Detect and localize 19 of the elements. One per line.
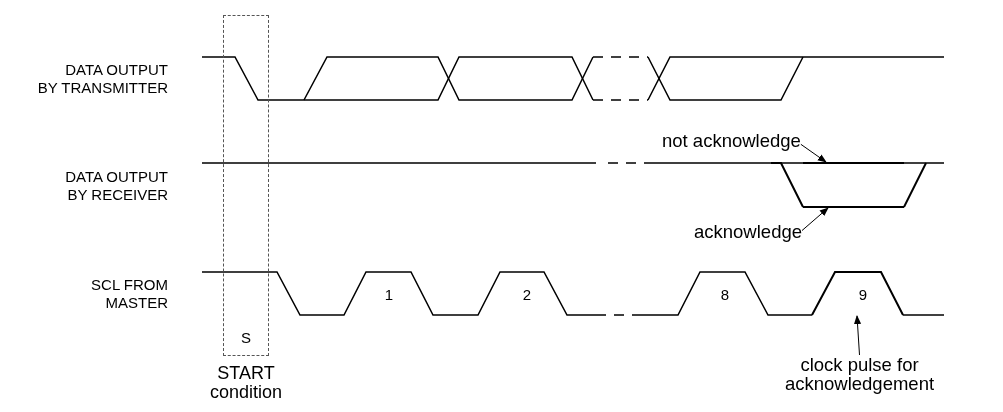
signal-level-line [802, 206, 905, 208]
leader-arrow [801, 207, 829, 232]
leader-arrow [853, 315, 862, 356]
condition-symbol: S [241, 329, 251, 347]
signal-level-line [802, 162, 905, 164]
pulse-number: 8 [720, 286, 730, 304]
pulse-number: 1 [384, 286, 394, 304]
clock-pulse [811, 271, 904, 316]
annotation-text: not acknowledge [662, 131, 801, 150]
signal-name: DATA OUTPUT BY TRANSMITTER [36, 61, 168, 97]
signal-name: DATA OUTPUT BY RECEIVER [64, 168, 168, 204]
start-condition-box [223, 15, 269, 356]
leader-arrow [800, 143, 827, 163]
pulse-number: 2 [522, 286, 532, 304]
annotation-text: clock pulse for acknowledgement [777, 355, 942, 393]
signal-name: SCL FROM MASTER [90, 276, 168, 312]
condition-caption: START condition [208, 364, 284, 402]
pulse-number: 9 [858, 286, 868, 304]
annotation-text: acknowledge [694, 222, 802, 241]
